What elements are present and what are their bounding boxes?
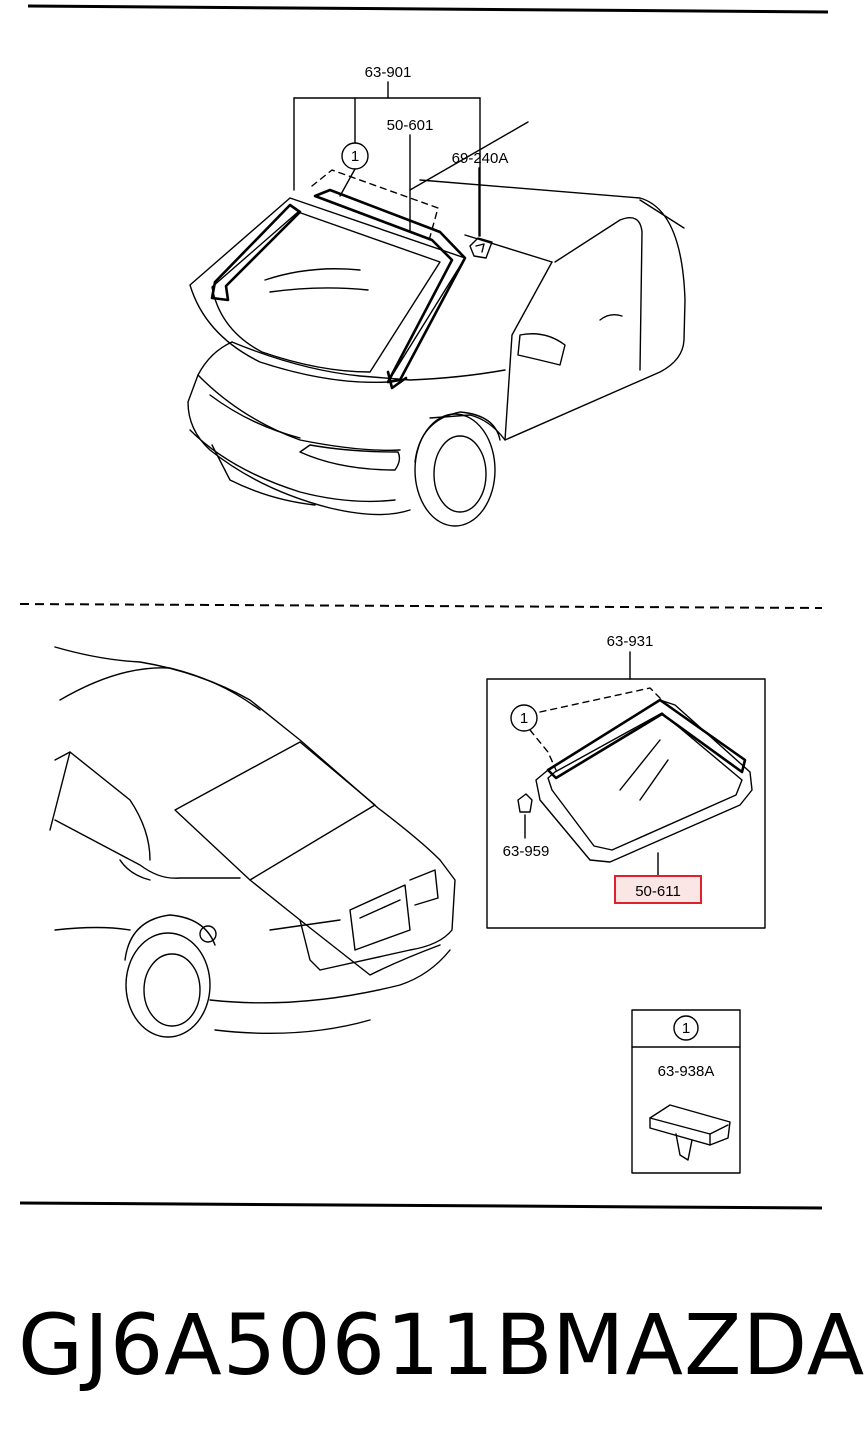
top-border-rule [27, 4, 829, 14]
front-car-illustration [187, 121, 686, 527]
label-63-938A: 63-938A [658, 1063, 715, 1080]
fastener-clip [649, 1104, 731, 1161]
windshield-ref-number: 1 [351, 148, 359, 165]
windshield-glass [189, 197, 466, 384]
rear-leaders [524, 651, 659, 877]
label-63-959: 63-959 [503, 843, 550, 860]
label-69-240A: 69-240A [452, 150, 509, 167]
label-63-931: 63-931 [607, 633, 654, 650]
part-number: GJ6A50611B [18, 1296, 554, 1394]
windshield-clip [469, 237, 493, 259]
windshield-leaders [293, 81, 481, 237]
windshield-ref-dashed-box [311, 169, 439, 245]
fastener-ref-number: 1 [682, 1020, 690, 1037]
rear-ref-dashed-line [529, 687, 663, 771]
label-63-901: 63-901 [365, 64, 412, 81]
rear-ref-number: 1 [520, 710, 528, 727]
windshield-ref-circle [341, 142, 369, 170]
section-separator [19, 603, 823, 609]
rear-ref-circle [510, 704, 538, 732]
rear-car-illustration [49, 646, 456, 1038]
label-50-611: 50-611 [635, 883, 681, 900]
fastener-reference-box [631, 1009, 741, 1174]
rear-molding [546, 698, 747, 780]
rear-stopper [517, 793, 533, 813]
bottom-rule [19, 1201, 823, 1210]
windshield-molding [210, 188, 467, 390]
highlight-box-50-611 [614, 875, 702, 904]
footer: GJ6A50611B MAZDA [0, 1290, 864, 1410]
label-50-601: 50-601 [387, 117, 434, 134]
rear-glass-detail-box [486, 678, 766, 929]
brand-name: MAZDA [552, 1296, 864, 1394]
